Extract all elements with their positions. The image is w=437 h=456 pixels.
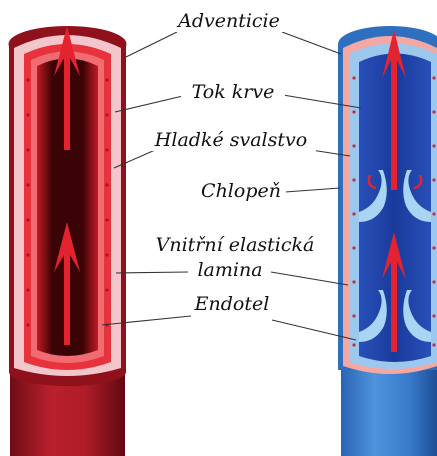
leader-elasticka-right	[271, 272, 348, 285]
vein-outer-cylinder	[341, 360, 437, 456]
label-tok-krve: Tok krve	[181, 82, 285, 103]
leader-chlopen-right	[285, 188, 340, 192]
leader-adventicie-right	[282, 32, 341, 54]
artery	[9, 26, 127, 456]
leader-elasticka-left	[116, 272, 188, 273]
label-endotel: Endotel	[190, 294, 274, 315]
label-chlopen: Chlopeň	[196, 181, 286, 202]
label-vnitrni-elasticka-line1: Vnitřní elastická	[140, 235, 330, 256]
label-vnitrni-elasticka-line2: lamina	[190, 260, 270, 281]
vein	[338, 26, 437, 456]
leader-adventicie-left	[126, 32, 177, 57]
label-adventicie: Adventicie	[170, 11, 288, 32]
label-hladke-svalstvo: Hladké svalstvo	[146, 130, 316, 151]
